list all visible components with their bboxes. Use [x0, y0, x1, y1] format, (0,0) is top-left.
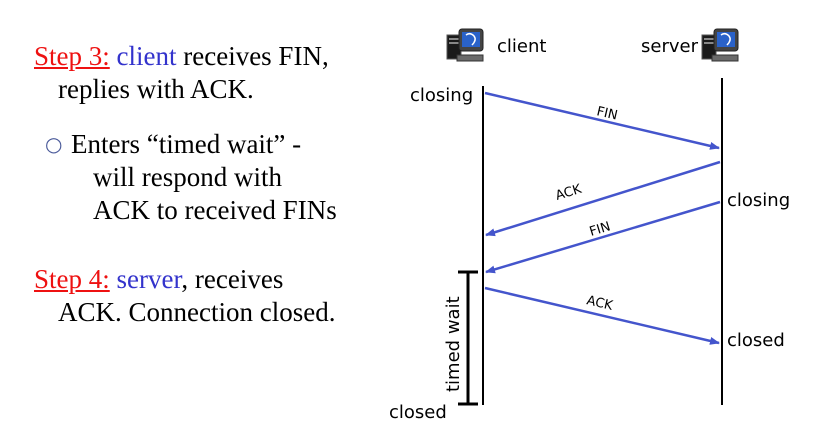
message-ack-1: ACK [485, 160, 721, 237]
step4-label: Step 4: [34, 264, 110, 294]
step3-line1-rest: receives FIN, [176, 41, 329, 71]
message-fin-1: FIN [484, 91, 720, 150]
client-state-closing: closing [410, 85, 473, 106]
step4-actor: server [116, 264, 182, 294]
step4-text: Step 4: server, receives ACK. Connection… [34, 263, 335, 329]
timed-wait-label: timed wait [443, 296, 464, 392]
step3-label: Step 3: [34, 41, 110, 71]
hollow-circle-bullet-icon: ○ [45, 132, 63, 156]
bullet-text: Enters “timed wait” - will respond with … [71, 128, 337, 227]
text-panel: Step 3: client receives FIN, replies wit… [0, 0, 400, 444]
fin-2-arrow [485, 200, 721, 274]
ack-2-arrow [484, 286, 720, 345]
bullet-line-1: Enters “timed wait” - [71, 129, 302, 159]
server-state-closed: closed [727, 330, 785, 351]
fin-2-label: FIN [588, 219, 613, 239]
message-fin-2: FIN [485, 200, 721, 274]
step4-line2: ACK. Connection closed. [58, 297, 336, 327]
client-computer-icon [446, 28, 484, 62]
client-label: client [497, 36, 546, 57]
step4-line1-rest: , receives [181, 264, 284, 294]
step3-line2: replies with ACK. [58, 74, 254, 104]
ack-2-label: ACK [585, 293, 614, 314]
step3-actor: client [116, 41, 177, 71]
step3-text: Step 3: client receives FIN, replies wit… [34, 40, 329, 106]
fin-1-label: FIN [595, 104, 619, 123]
ack-1-label: ACK [554, 182, 584, 204]
bullet-line-2: will respond with [93, 162, 282, 192]
server-state-closing: closing [727, 190, 790, 211]
client-state-closed: closed [389, 402, 447, 423]
message-ack-2: ACK [484, 286, 720, 345]
bullet-line-3: ACK to received FINs [93, 195, 337, 225]
ack-1-arrow [485, 160, 721, 237]
fin-1-arrow [484, 91, 720, 150]
server-label: server [641, 36, 699, 57]
timed-wait-bracket [458, 270, 478, 406]
server-computer-icon [701, 28, 739, 62]
